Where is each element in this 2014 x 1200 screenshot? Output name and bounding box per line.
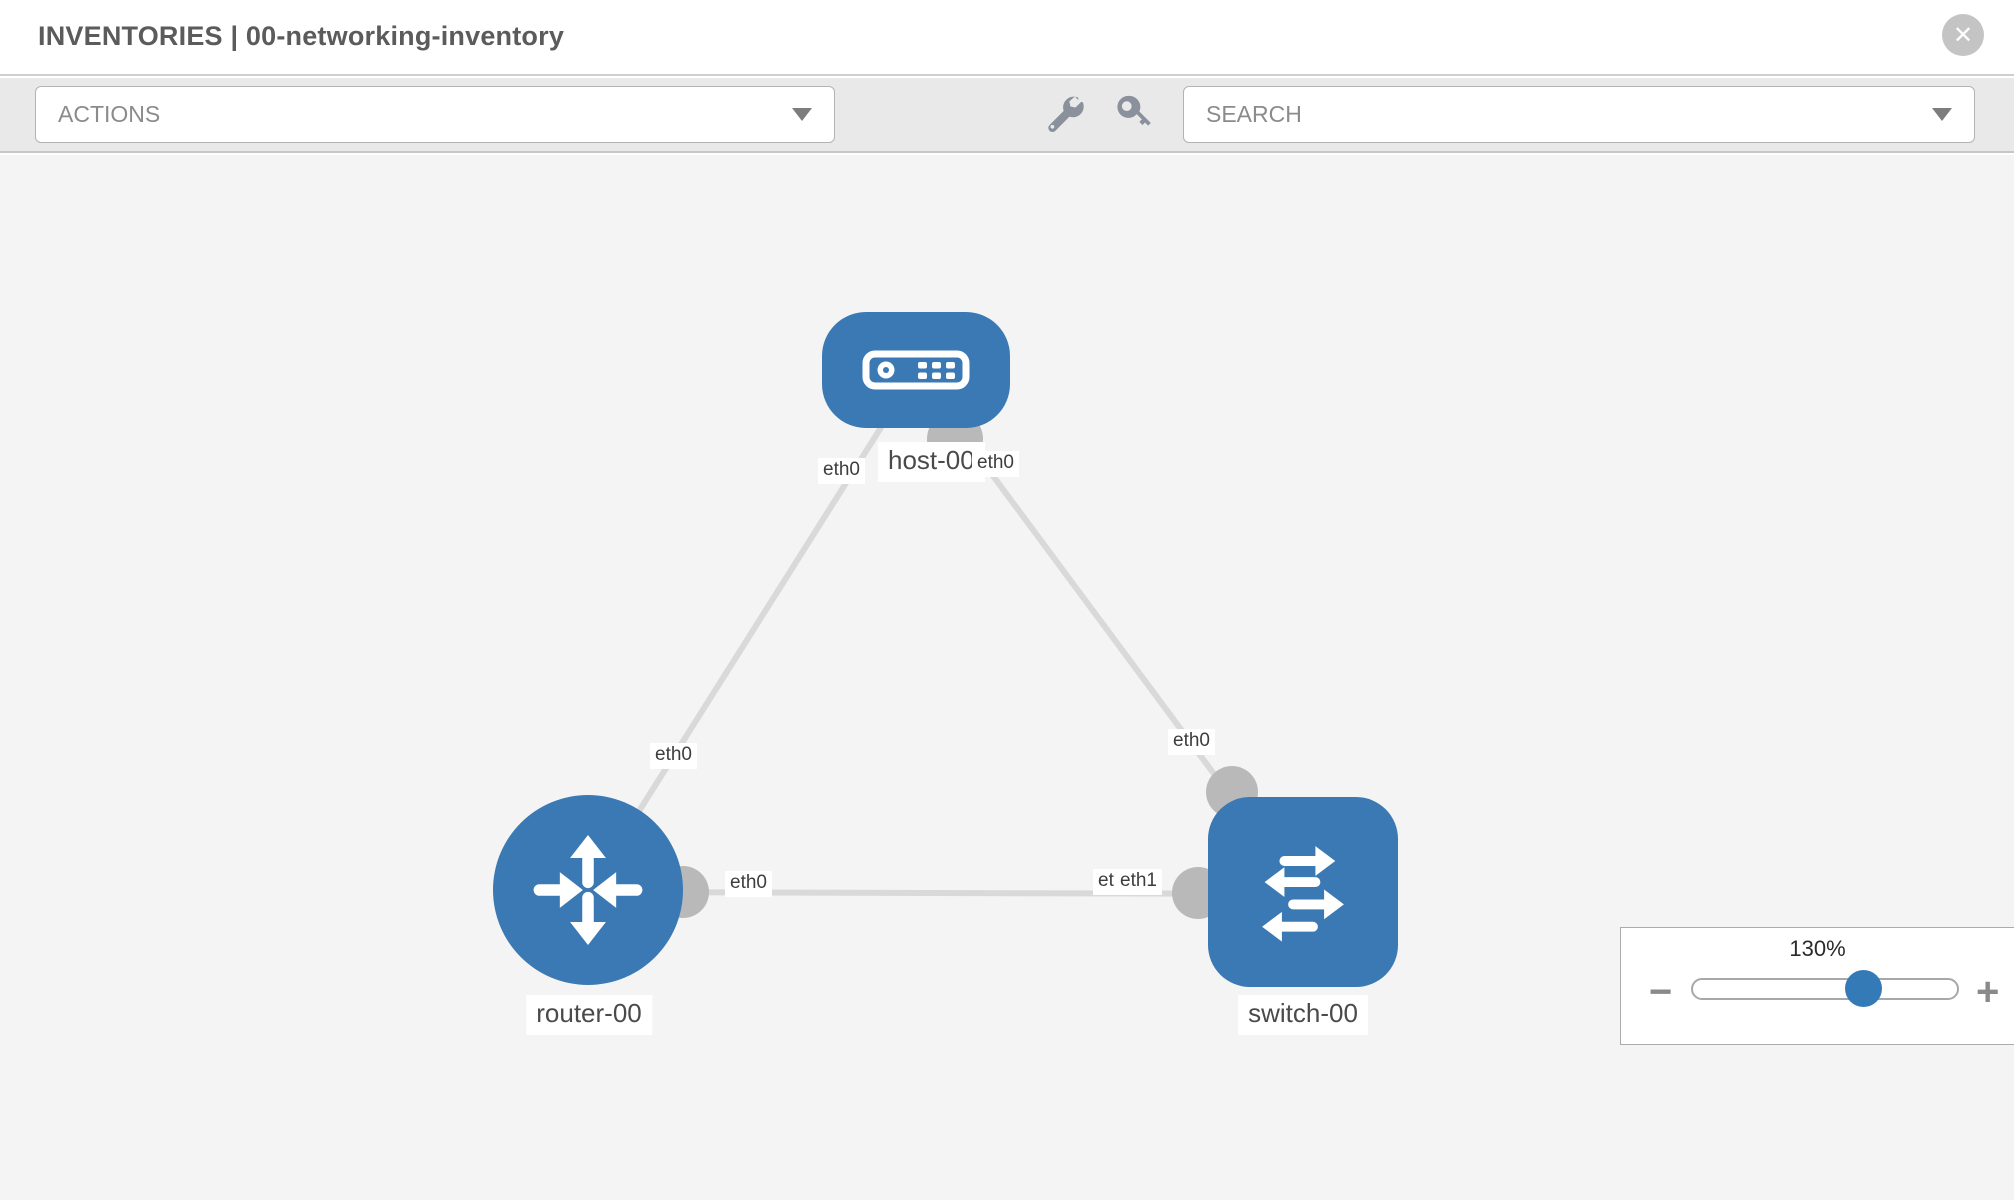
interface-label-host-left: eth0 (818, 458, 865, 484)
node-switch-00[interactable] (1208, 797, 1398, 987)
interface-label-router-to-host: eth0 (650, 743, 697, 769)
zoom-level-readout: 130% (1789, 936, 1846, 961)
interface-label-switch-to-router-eth1: eth1 (1115, 869, 1162, 895)
interface-label-host-right: eth0 (972, 451, 1019, 477)
wrench-icon[interactable] (1042, 92, 1086, 136)
zoom-panel: 130% − + (1620, 927, 2014, 1045)
search-dropdown[interactable]: SEARCH (1183, 86, 1975, 143)
page-title: INVENTORIES | 00-networking-inventory (38, 21, 565, 51)
node-label-router: router-00 (526, 995, 652, 1035)
router-icon (533, 834, 643, 946)
node-label-switch: switch-00 (1238, 995, 1368, 1035)
switch-icon (1262, 846, 1344, 942)
zoom-in-button[interactable]: + (1976, 970, 2000, 1014)
interface-label-switch-to-host: eth0 (1168, 729, 1215, 755)
node-router-00[interactable] (493, 795, 683, 985)
toolbar: ACTIONS SEARCH (0, 78, 2014, 153)
topology-canvas[interactable]: host-00 router-00 switch-00 eth0 eth0 et… (0, 155, 2014, 1200)
search-dropdown-label: SEARCH (1206, 101, 1302, 127)
actions-dropdown-label: ACTIONS (58, 101, 161, 127)
chevron-down-icon (1932, 108, 1952, 121)
node-label-host: host-00 (878, 442, 985, 482)
chevron-down-icon (792, 108, 812, 121)
key-icon[interactable] (1112, 92, 1156, 136)
zoom-slider-knob[interactable] (1845, 970, 1882, 1007)
zoom-slider[interactable] (1691, 978, 1959, 1000)
actions-dropdown[interactable]: ACTIONS (35, 86, 835, 143)
node-host-00[interactable] (822, 312, 1010, 428)
header: INVENTORIES | 00-networking-inventory ✕ (0, 0, 2014, 76)
close-icon[interactable]: ✕ (1942, 14, 1984, 56)
host-icon (862, 350, 970, 390)
interface-label-router-to-switch: eth0 (725, 871, 772, 897)
zoom-out-button[interactable]: − (1649, 970, 1673, 1014)
